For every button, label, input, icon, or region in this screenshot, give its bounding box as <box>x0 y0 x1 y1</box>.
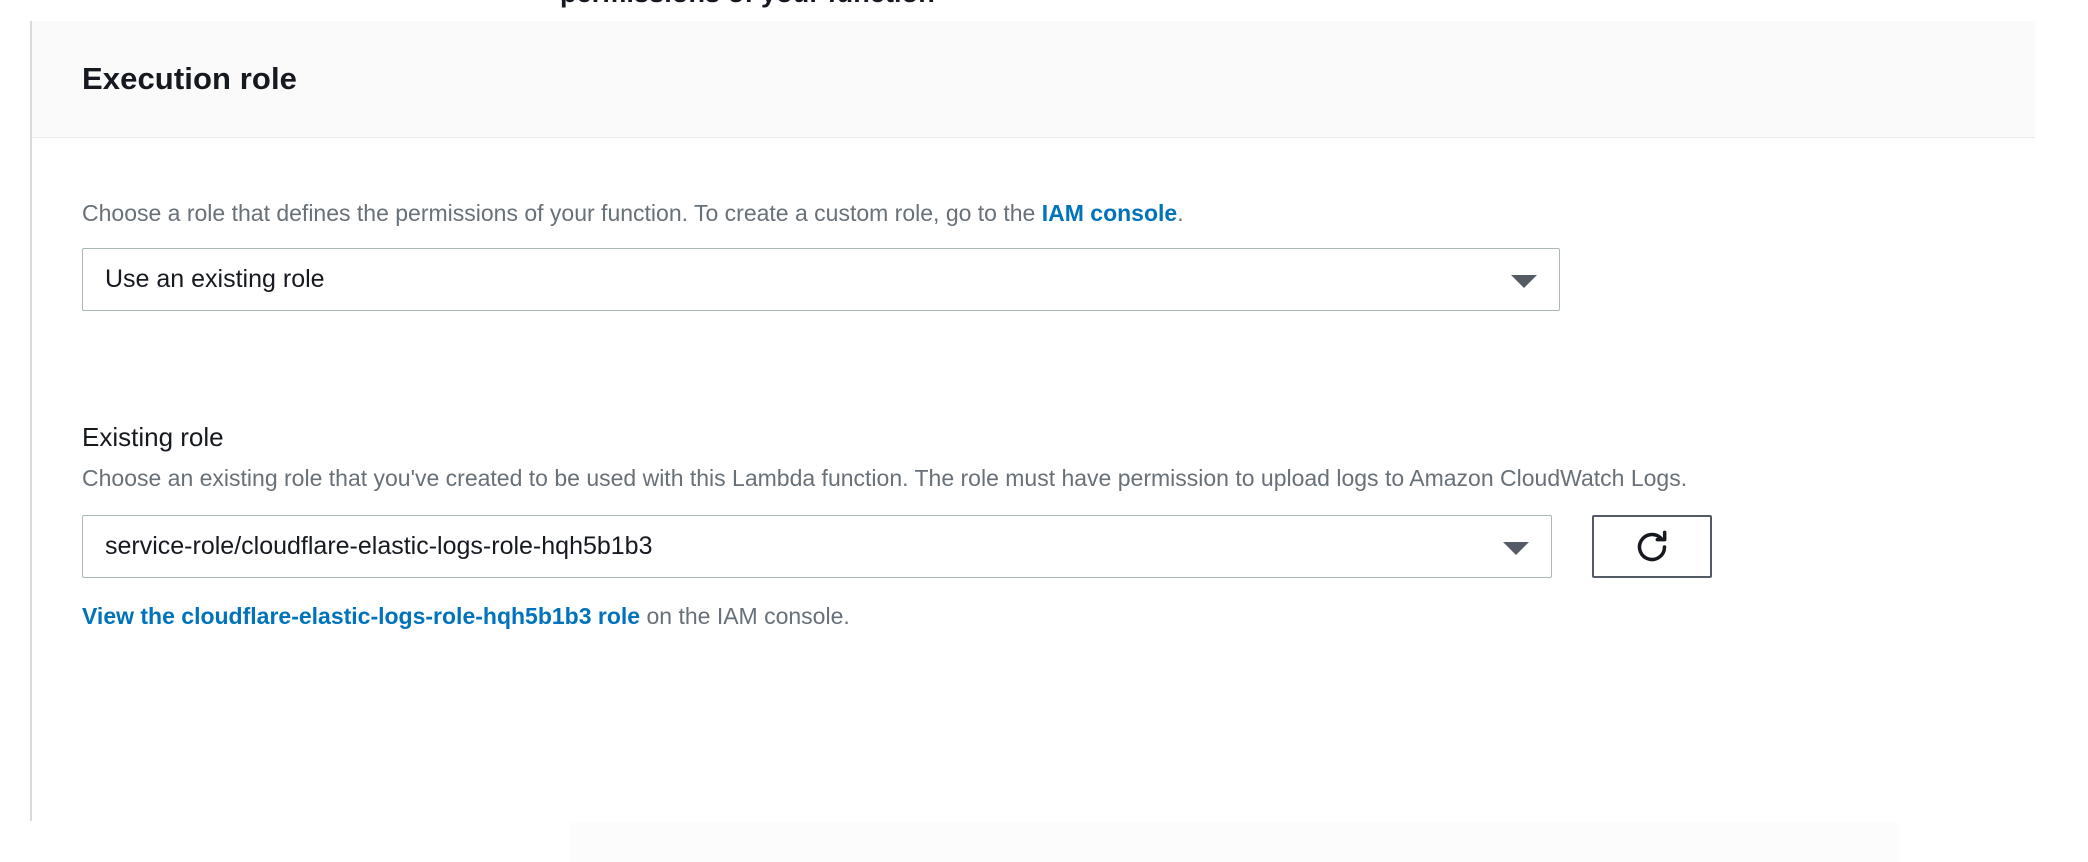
existing-role-label: Existing role <box>82 422 224 453</box>
card-body: Choose a role that defines the permissio… <box>32 197 2035 634</box>
clipped-text-above-card: permissions of your function <box>0 0 2088 12</box>
view-role-line: View the cloudflare-elastic-logs-role-hq… <box>82 600 1985 633</box>
role-type-description: Choose a role that defines the permissio… <box>82 197 1985 230</box>
execution-role-card: Execution role Choose a role that define… <box>30 21 2035 821</box>
page-title: Execution role <box>82 61 298 97</box>
role-type-select-value: Use an existing role <box>105 265 325 294</box>
iam-console-link[interactable]: IAM console <box>1041 200 1178 226</box>
chevron-down-icon <box>1511 274 1537 288</box>
role-type-select[interactable]: Use an existing role <box>82 248 1560 312</box>
existing-role-row: service-role/cloudflare-elastic-logs-rol… <box>82 515 1985 579</box>
refresh-roles-button[interactable] <box>1592 515 1712 579</box>
role-type-description-suffix: . <box>1177 200 1184 226</box>
existing-role-select[interactable]: service-role/cloudflare-elastic-logs-rol… <box>82 515 1552 579</box>
existing-role-description: Choose an existing role that you've crea… <box>82 464 1688 491</box>
card-header: Execution role <box>32 21 2035 138</box>
existing-role-select-value: service-role/cloudflare-elastic-logs-rol… <box>105 532 653 561</box>
view-role-link-suffix: on the IAM console. <box>640 603 850 630</box>
refresh-icon <box>1632 527 1672 567</box>
chevron-down-icon <box>1503 541 1529 555</box>
next-card-peek <box>570 822 1900 862</box>
role-type-description-prefix: Choose a role that defines the permissio… <box>82 200 1042 226</box>
view-role-link[interactable]: View the cloudflare-elastic-logs-role-hq… <box>82 603 641 630</box>
clipped-text: permissions of your function <box>560 0 935 9</box>
